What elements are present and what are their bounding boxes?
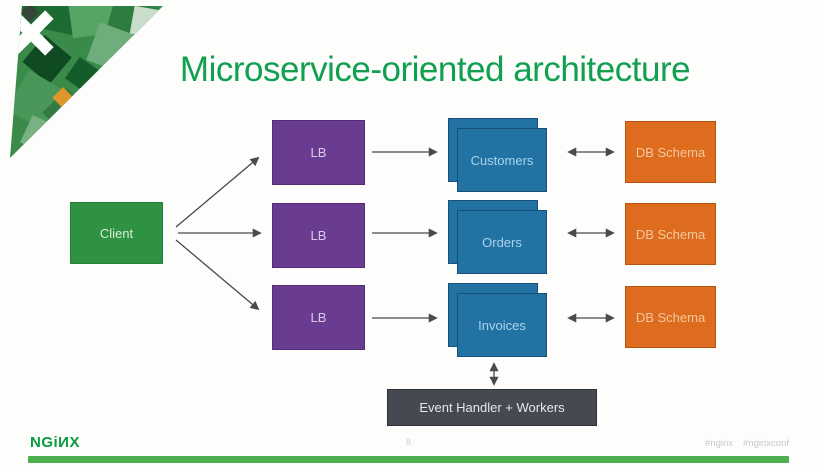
service-node: Orders	[457, 210, 547, 274]
service-label: Orders	[482, 234, 522, 250]
load-balancer-node-1: LB	[272, 120, 365, 185]
video-progress-bar	[28, 456, 789, 463]
service-node: Customers	[457, 128, 547, 192]
load-balancer-node-3: LB	[272, 285, 365, 350]
hashtag-nginxconf: #nginxconf	[743, 438, 789, 449]
db-label: DB Schema	[635, 309, 706, 325]
nginx-wordmark: NGiИX	[30, 434, 80, 451]
load-balancer-node-2: LB	[272, 203, 365, 268]
db-label: DB Schema	[635, 226, 706, 242]
slide-title: Microservice-oriented architecture	[179, 50, 691, 89]
service-label: Invoices	[478, 317, 526, 333]
db-schema-node-3: DB Schema	[625, 286, 716, 348]
lb-label: LB	[310, 145, 327, 160]
client-node: Client	[70, 202, 163, 264]
client-label: Client	[99, 225, 134, 241]
db-schema-node-1: DB Schema	[625, 121, 716, 183]
event-handler-node: Event Handler + Workers	[387, 389, 597, 426]
service-stack-customers: Customers	[448, 118, 548, 193]
lb-label: LB	[310, 310, 327, 325]
nginx-mosaic-logo	[10, 6, 163, 158]
service-stack-invoices: Invoices	[448, 283, 548, 358]
service-node: Invoices	[457, 293, 547, 357]
hashtag-nginx: #nginx	[705, 438, 734, 449]
event-handler-label: Event Handler + Workers	[419, 400, 565, 415]
db-schema-node-2: DB Schema	[625, 203, 716, 265]
db-label: DB Schema	[635, 144, 706, 160]
page-number: 8	[405, 437, 411, 447]
footer-hashtags: #nginx #nginxconf	[705, 438, 789, 449]
service-stack-orders: Orders	[448, 200, 548, 275]
service-label: Customers	[470, 152, 534, 168]
lb-label: LB	[310, 228, 327, 243]
